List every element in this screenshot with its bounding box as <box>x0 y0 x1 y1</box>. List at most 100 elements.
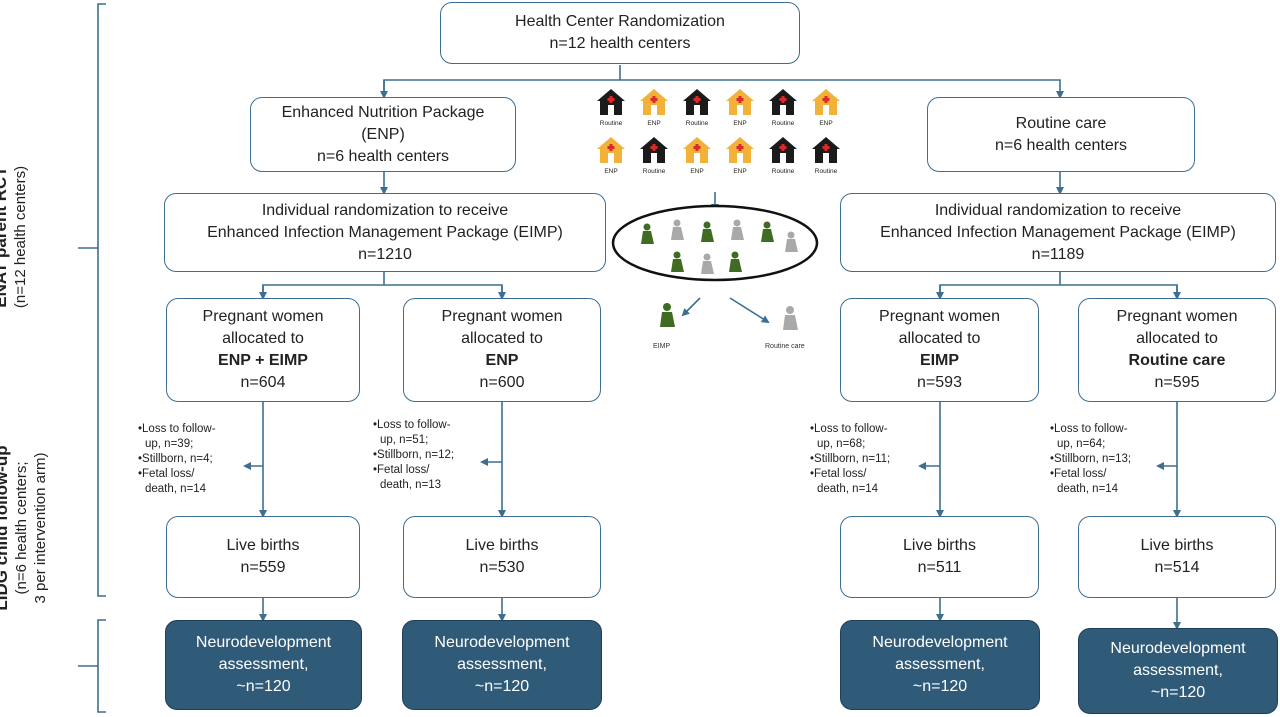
routine-house-icon: Routine <box>769 137 797 175</box>
eimp-participant-icon <box>641 223 654 244</box>
routine-participant-icon <box>731 219 744 240</box>
routine-box-count: n=6 health centers <box>994 136 1128 154</box>
house-label: Routine <box>815 168 838 175</box>
alloc-line1: Pregnant women <box>202 308 324 325</box>
routine-house-icon: Routine <box>640 137 668 175</box>
alloc-line1: Pregnant women <box>879 308 1000 325</box>
alloc-count: n=604 <box>240 374 286 391</box>
alloc-line2: allocated to <box>461 330 543 347</box>
births-count: n=511 <box>917 559 962 576</box>
house-label: ENP <box>647 120 660 127</box>
neuro-count: ~n=120 <box>912 678 968 695</box>
births-label: Live births <box>226 537 300 554</box>
neuro-assessment-eimp-box: Neurodevelopment assessment, ~n=120 <box>840 620 1040 710</box>
house-label: ENP <box>733 120 746 127</box>
live-births-enp-box: Live births n=530 <box>403 516 601 598</box>
routine-person-icon <box>783 306 798 330</box>
alloc-count: n=595 <box>1154 374 1200 391</box>
eimp-participant-icon <box>701 221 714 242</box>
side-label-lidg-sub2: 3 per intervention arm) <box>32 452 49 604</box>
enp-house-icon: ENP <box>812 89 840 127</box>
loss-note-routine-care: •Loss to follow-up, n=64; •Stillborn, n=… <box>1050 423 1132 495</box>
enp-box-title: Enhanced Nutrition Package <box>281 103 485 121</box>
house-label: Routine <box>772 168 795 175</box>
top-box-count: n=12 health centers <box>549 35 691 52</box>
alloc-arm: EIMP <box>919 352 960 369</box>
live-births-eimp-box: Live births n=511 <box>840 516 1039 598</box>
rand-right-count: n=1189 <box>1031 245 1085 263</box>
neuro-assessment-routine-care-box: Neurodevelopment assessment, ~n=120 <box>1078 628 1278 714</box>
allocation-eimp-box: Pregnant women allocated to EIMP n=593 <box>840 298 1039 402</box>
live-births-enp-eimp-box: Live births n=559 <box>166 516 360 598</box>
side-label-enat-sub: (n=12 health centers) <box>12 165 29 309</box>
alloc-line1: Pregnant women <box>1116 308 1238 325</box>
births-count: n=530 <box>479 559 525 576</box>
individual-randomization-left-box: Individual randomization to receive Enha… <box>164 193 606 272</box>
births-count: n=514 <box>1154 559 1200 576</box>
routine-box-title: Routine care <box>1015 114 1107 132</box>
enp-house-icon: ENP <box>597 137 625 175</box>
alloc-arm: ENP + EIMP <box>218 352 308 369</box>
allocation-routine-care-box: Pregnant women allocated to Routine care… <box>1078 298 1276 402</box>
neuro-label: Neurodevelopment <box>1110 640 1246 657</box>
eimp-participant-icon <box>729 251 742 272</box>
neuro-label: Neurodevelopment <box>872 634 1008 651</box>
loss-note-eimp: •Loss to follow-up, n=68; •Stillborn, n=… <box>810 423 891 495</box>
alloc-line1: Pregnant women <box>441 308 563 325</box>
house-label: Routine <box>772 120 795 127</box>
neuro-count: ~n=120 <box>474 678 530 695</box>
enp-box-count: n=6 health centers <box>316 147 450 165</box>
house-label: Routine <box>600 120 623 127</box>
eimp-label: EIMP <box>653 343 670 350</box>
births-label: Live births <box>903 537 976 554</box>
neuro-count: ~n=120 <box>236 678 291 695</box>
births-label: Live births <box>1140 537 1214 554</box>
routine-care-box: Routine care n=6 health centers <box>927 97 1195 172</box>
alloc-line2: allocated to <box>1136 330 1218 347</box>
routine-house-icon: Routine <box>683 89 711 127</box>
births-label: Live births <box>465 537 539 554</box>
eimp-participant-icon <box>761 221 774 242</box>
eimp-participant-icon <box>671 251 684 272</box>
allocation-enp-box: Pregnant women allocated to ENP n=600 <box>403 298 601 402</box>
house-label: Routine <box>686 120 709 127</box>
routine-participant-icon <box>701 253 714 274</box>
alloc-line2: allocated to <box>222 330 304 347</box>
neuro-assessment-enp-box: Neurodevelopment assessment, ~n=120 <box>402 620 602 710</box>
enp-box: Enhanced Nutrition Package (ENP) n=6 hea… <box>250 97 516 172</box>
routine-participant-icon <box>785 231 798 252</box>
rand-right-line1: Individual randomization to receive <box>934 201 1182 219</box>
enp-house-icon: ENP <box>726 89 754 127</box>
rand-left-line2: Enhanced Infection Management Package (E… <box>207 223 563 241</box>
side-label-enat: ENAT parent RCT (n=12 health centers) <box>0 127 49 347</box>
routine-care-label: Routine care <box>765 343 805 350</box>
house-label: ENP <box>690 168 703 175</box>
alloc-line2: allocated to <box>898 330 981 347</box>
rand-left-count: n=1210 <box>358 245 412 263</box>
neuro-label2: assessment, <box>895 656 985 673</box>
births-count: n=559 <box>240 559 286 576</box>
house-label: ENP <box>604 168 617 175</box>
neuro-label2: assessment, <box>457 656 547 673</box>
loss-note-enp-eimp: •Loss to follow-up, n=39; •Stillborn, n=… <box>138 423 216 495</box>
enp-house-icon: ENP <box>683 137 711 175</box>
neuro-label: Neurodevelopment <box>195 634 332 651</box>
neuro-count: ~n=120 <box>1150 684 1206 701</box>
routine-house-icon: Routine <box>769 89 797 127</box>
loss-note-enp: •Loss to follow-up, n=51; •Stillborn, n=… <box>373 419 455 491</box>
alloc-arm: ENP <box>485 352 519 369</box>
top-box-title: Health Center Randomization <box>515 13 725 30</box>
neuro-label2: assessment, <box>218 656 309 673</box>
neuro-assessment-enp-eimp-box: Neurodevelopment assessment, ~n=120 <box>165 620 362 710</box>
rand-right-line2: Enhanced Infection Management Package (E… <box>880 223 1236 241</box>
enp-house-icon: ENP <box>640 89 668 127</box>
enp-house-icon: ENP <box>726 137 754 175</box>
routine-house-icon: Routine <box>812 137 840 175</box>
alloc-arm: Routine care <box>1128 352 1226 369</box>
routine-participant-icon <box>671 219 684 240</box>
side-label-lidg-title: LIDG child follow-up <box>0 445 11 611</box>
neuro-label: Neurodevelopment <box>434 634 570 651</box>
side-label-lidg: LIDG child follow-up (n=6 health centers… <box>0 403 54 653</box>
routine-house-icon: Routine <box>597 89 625 127</box>
